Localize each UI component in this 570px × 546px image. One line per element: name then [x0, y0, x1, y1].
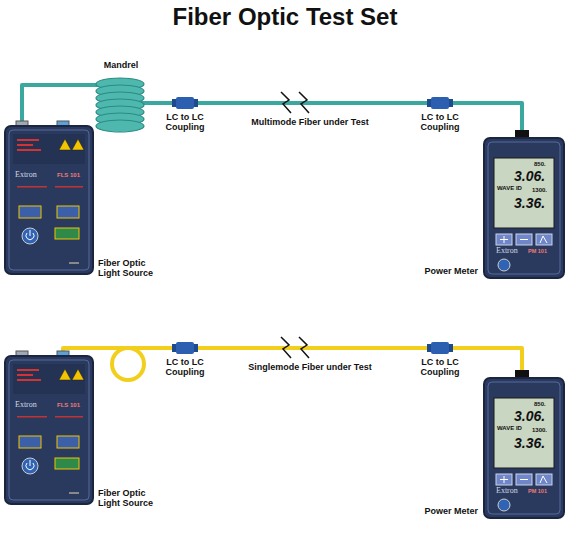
cable-label: Multimode Fiber under Test	[225, 117, 395, 127]
screen-reading: 850.	[534, 161, 546, 168]
brand-name: Extron	[15, 400, 37, 409]
label-patch: Singlemode Fiber under Test	[246, 362, 373, 372]
screen-reading: 3.06.	[514, 408, 545, 424]
screen-reading: 850.	[534, 401, 546, 408]
lc-coupling	[172, 342, 198, 354]
coupling-label: LC to LC Coupling	[413, 357, 467, 378]
model-name: FLS 101	[57, 172, 80, 179]
coil-winding	[96, 120, 144, 132]
cable-label: Singlemode Fiber under Test	[225, 362, 395, 372]
coupling-label: LC to LC Coupling	[158, 357, 212, 378]
power-meter: Power Meter850.3.06.WAVE ID1300.3.36.Ext…	[484, 378, 564, 518]
brand-name: Extron	[496, 246, 518, 255]
drawing-part	[281, 337, 291, 358]
drawing-part	[281, 92, 291, 113]
label-patch: Multimode Fiber under Test	[249, 117, 370, 127]
fiber-cable	[22, 85, 522, 138]
light-source: Fiber Optic Light SourceExtronFLS 101	[5, 126, 93, 274]
model-name: PM 101	[528, 248, 547, 254]
drawing-part	[299, 92, 309, 113]
brand-name: Extron	[15, 170, 37, 179]
power-meter: Power Meter850.3.06.WAVE ID1300.3.36.Ext…	[484, 138, 564, 278]
device-label: Power Meter	[416, 506, 478, 516]
drawing-part	[299, 337, 309, 358]
break-marks	[281, 92, 309, 358]
screen-reading: 3.36.	[514, 435, 545, 451]
power-meter-body	[484, 130, 564, 278]
model-name: FLS 101	[57, 402, 80, 409]
light-source-body	[5, 121, 93, 274]
screen-label: WAVE ID	[497, 185, 522, 192]
coupling-label: LC to LC Coupling	[413, 112, 467, 133]
part-label: Mandrel	[96, 60, 146, 70]
model-name: PM 101	[528, 488, 547, 494]
screen-reading: 1300.	[532, 187, 547, 194]
screen-reading: 1300.	[532, 427, 547, 434]
fiber-loop	[112, 348, 144, 380]
light-source-body	[5, 351, 93, 504]
coupling-label: LC to LC Coupling	[158, 112, 212, 133]
brand-name: Extron	[496, 486, 518, 495]
light-source: Fiber Optic Light SourceExtronFLS 101	[5, 356, 93, 504]
lc-coupling	[172, 97, 198, 109]
screen-reading: 3.36.	[514, 195, 545, 211]
device-label: Fiber Optic Light Source	[98, 488, 160, 509]
mandrel-coil	[96, 78, 144, 132]
screen-label: WAVE ID	[497, 425, 522, 432]
screen-reading: 3.06.	[514, 168, 545, 184]
diagram-title: Fiber Optic Test Set	[0, 3, 570, 31]
lc-coupling	[427, 97, 453, 109]
power-meter-body	[484, 370, 564, 518]
device-label: Power Meter	[416, 266, 478, 276]
lc-coupling	[427, 342, 453, 354]
device-label: Fiber Optic Light Source	[98, 258, 160, 279]
fiber-cable	[63, 348, 522, 378]
